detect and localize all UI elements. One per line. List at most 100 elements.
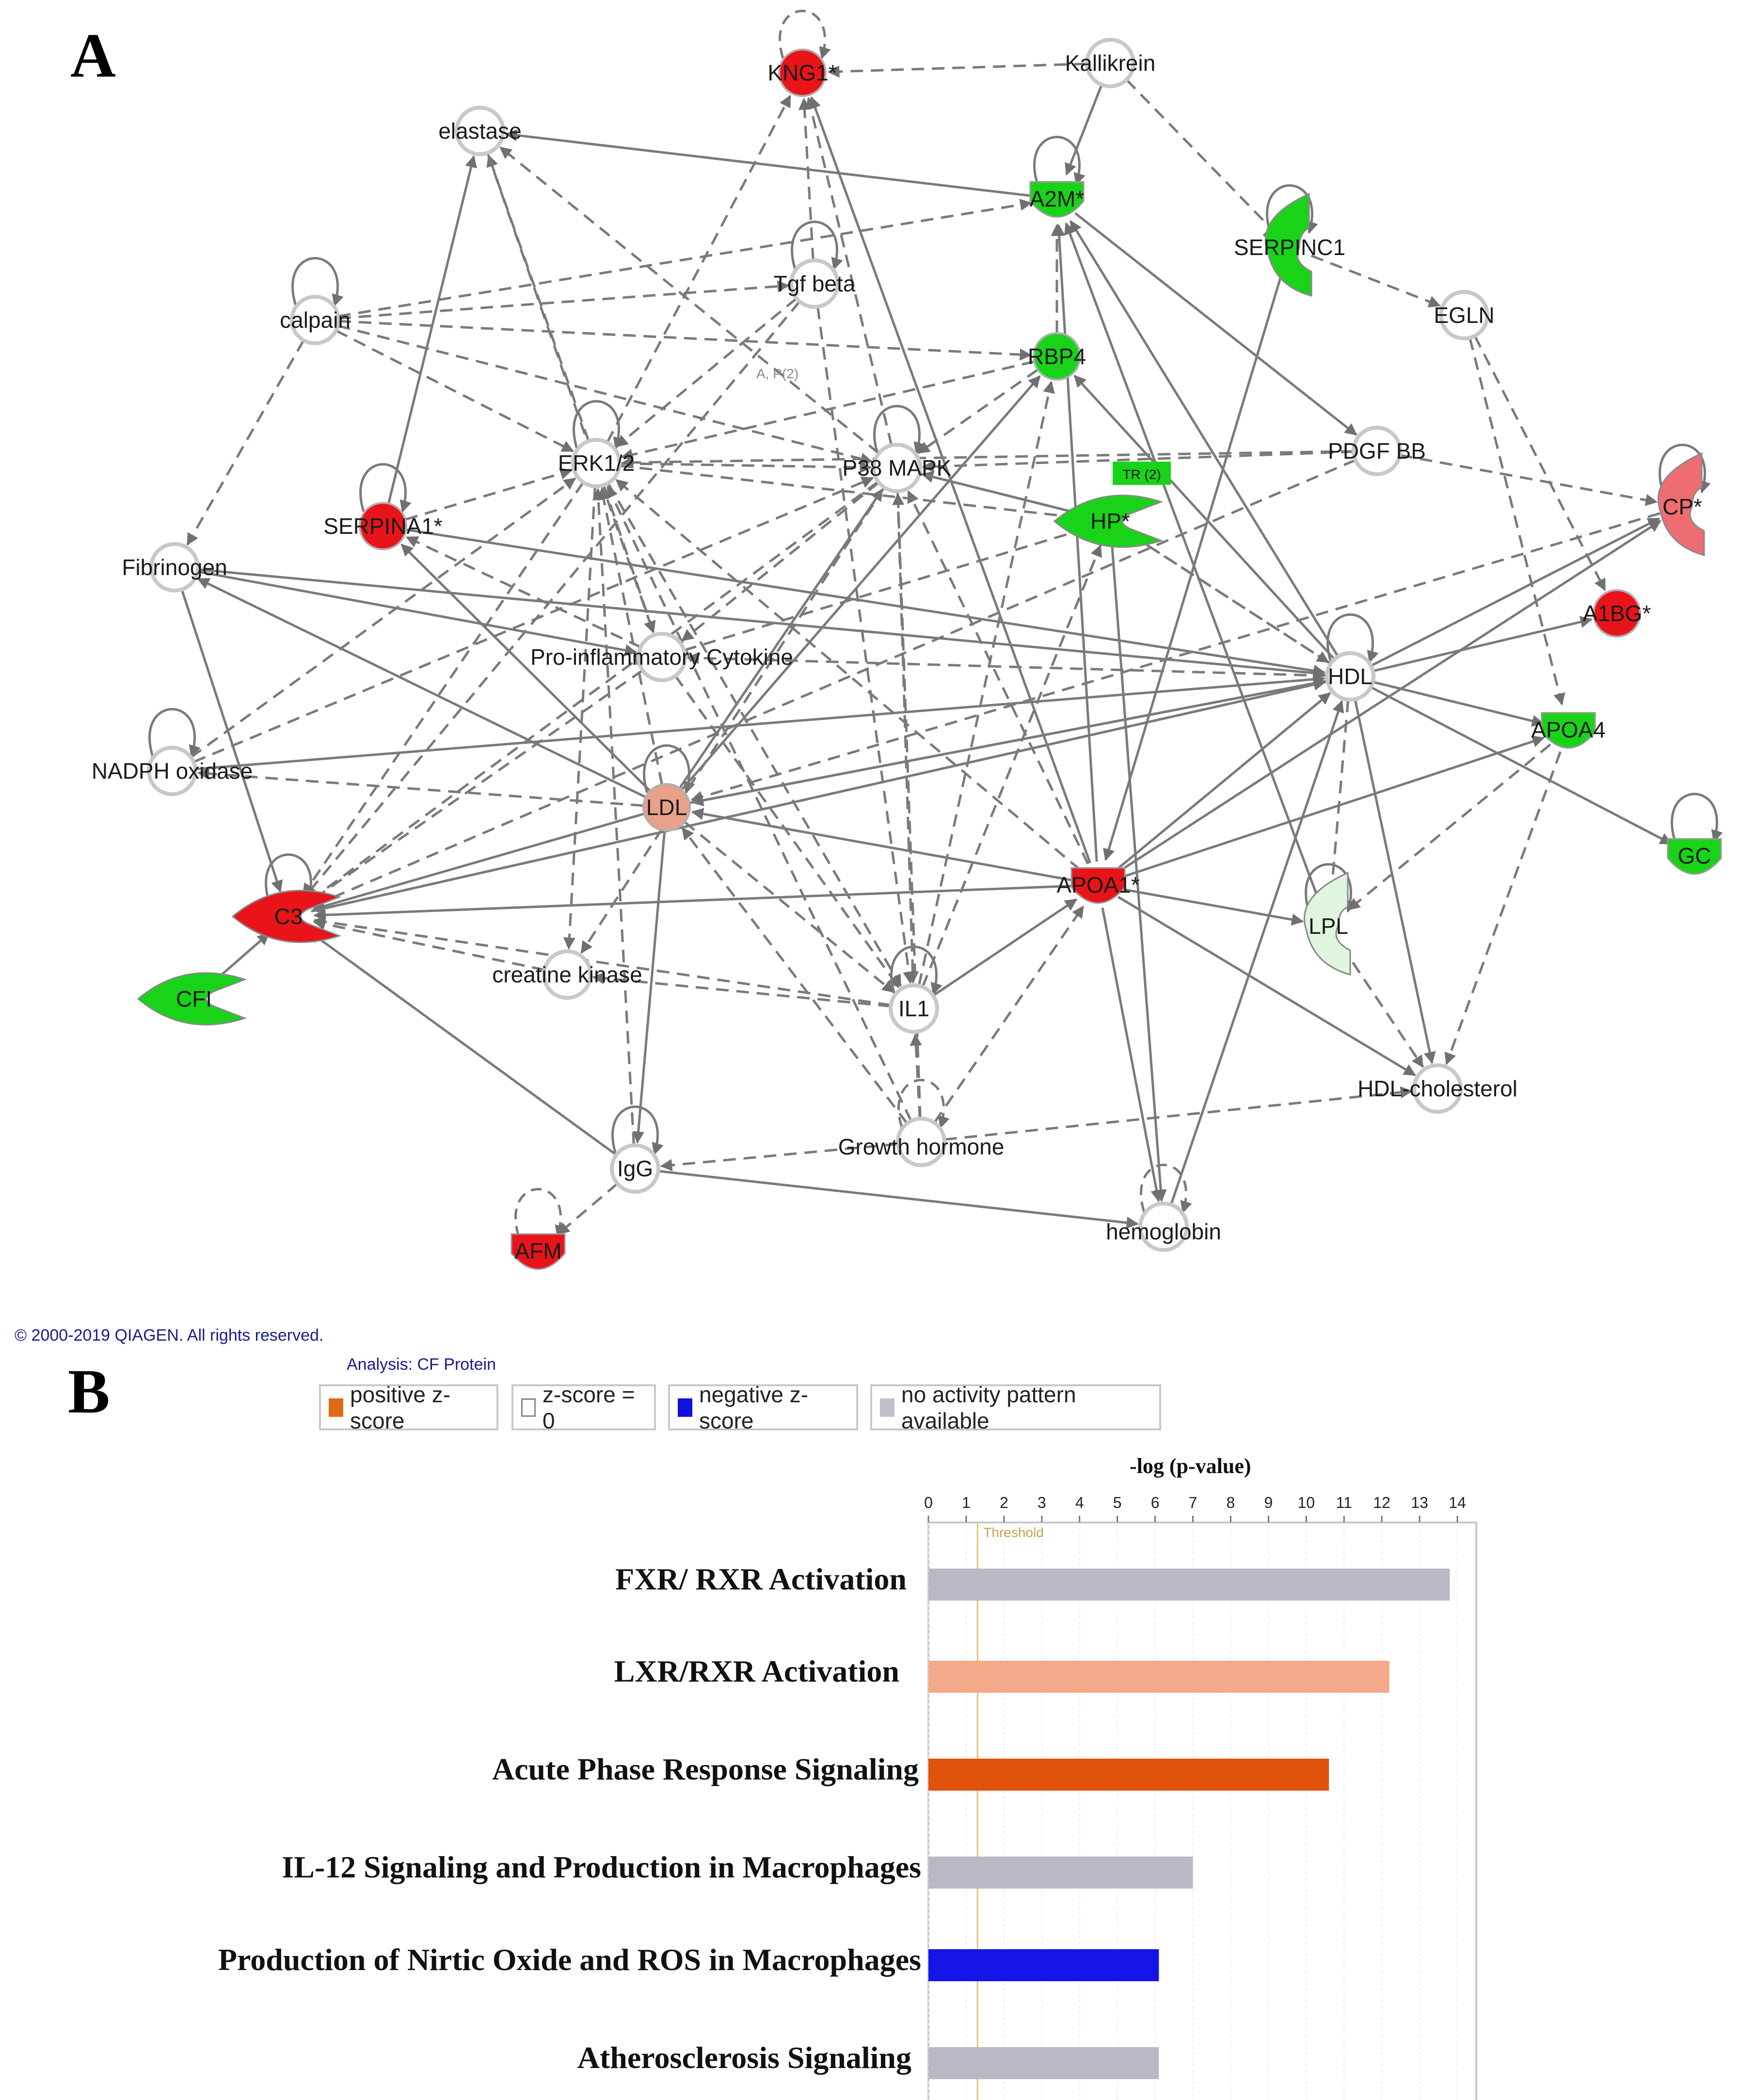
node-kallikrein: Kallikrein [1065, 38, 1155, 88]
edge-il1-to-rbp4 [917, 381, 1055, 986]
node-shape-kallikrein [1085, 38, 1135, 88]
edge-apoa1-to-p38mapk [907, 490, 1089, 865]
edge-pdgfbb-to-c3 [311, 459, 1356, 908]
node-hdlchol: HDL-cholesterol [1357, 1063, 1517, 1114]
edge-kallikrein-to-a2m [1065, 84, 1103, 176]
node-shape-elastase [455, 106, 505, 156]
edge-ldl-to-rbp4 [681, 375, 1041, 791]
node-shape-apoa1 [1070, 867, 1126, 904]
legend-swatch-negative [678, 1398, 692, 1417]
node-label-tgfbeta: Tgf beta [774, 271, 856, 296]
node-shape-gc [1667, 838, 1722, 875]
legend-label-zero: z-score = 0 [543, 1381, 635, 1433]
node-shape-p38mapk [872, 443, 922, 493]
tick-label-12: 12 [1373, 1494, 1390, 1511]
node-shape-egln [1439, 290, 1489, 340]
panel-a-letter: A [70, 21, 116, 91]
edge-hdl-to-a2m [1070, 220, 1340, 657]
node-label-creatine: creatine kinase [492, 962, 642, 987]
edge-p38mapk-to-creatine [580, 486, 885, 954]
node-rbp4: RBP4 [1028, 332, 1086, 381]
node-shape-fibrinogen [149, 542, 200, 593]
edge-erk12-to-il1 [607, 482, 902, 987]
node-label-c3: C3 [274, 904, 303, 929]
tick-label-7: 7 [1189, 1494, 1197, 1511]
edge-apoa1-to-lpl [1120, 887, 1304, 926]
node-label-a2m: A2M* [1030, 186, 1085, 211]
edge-proinfl-to-hp [684, 526, 1086, 652]
edge-fibrinogen-to-hdl [197, 568, 1325, 679]
node-label-kng1: KNG1* [767, 60, 837, 85]
node-apoa4: APOA4 [1531, 712, 1606, 749]
edge-serpina1-to-elastase [387, 155, 477, 504]
edge-hdl-to-cp [1370, 517, 1660, 667]
node-fibrinogen: Fibrinogen [122, 542, 227, 593]
edge-a2m-self-loop [1033, 136, 1086, 186]
edge-ldl-self-loop [643, 744, 695, 794]
node-creatine: creatine kinase [492, 949, 642, 1000]
edge-nadph-to-hdl [195, 673, 1325, 770]
edge-gh-to-hdlchol [944, 1086, 1413, 1141]
legend-swatch-no-pattern [880, 1398, 894, 1417]
edge-ldl-to-nadph [197, 768, 644, 807]
node-label-nadph: NADPH oxidase [92, 758, 253, 784]
edge-ldl-to-igg [632, 830, 666, 1144]
edge-lpl-to-a2m [1064, 222, 1322, 905]
tick-label-0: 0 [924, 1494, 933, 1511]
edge-c3-self-loop [265, 853, 317, 903]
analysis-label: Analysis: CF Protein [347, 1355, 496, 1374]
node-nadph: NADPH oxidase [92, 746, 253, 796]
edge-rbp4-to-p38mapk [917, 369, 1039, 454]
node-shape-afm [511, 1233, 566, 1270]
edge-erk12-to-creatine [563, 486, 596, 950]
node-label-ldl: LDL [646, 795, 687, 820]
node-apoa1: APOA1* [1056, 867, 1140, 904]
legend-no-pattern: no activity pattern available [870, 1382, 1161, 1433]
legend-swatch-zero [521, 1398, 536, 1417]
edge-apoa1-to-c3 [313, 884, 1075, 921]
chart-plot-frame [927, 1522, 1477, 2100]
node-shape-proinfl [637, 632, 687, 682]
edge-p38mapk-to-il1 [896, 491, 919, 984]
edge-calpain-to-a2m [337, 198, 1033, 318]
edge-kallikrein-to-serpinc1 [1125, 79, 1273, 230]
node-label-afm: AFM [514, 1238, 561, 1264]
pathway-label-4: Production of Nirtic Oxide and ROS in Ma… [218, 1942, 921, 1977]
node-il1: IL1 [889, 983, 939, 1034]
edge-igg-to-c3 [308, 930, 617, 1156]
node-shape-c3 [231, 890, 342, 943]
edge-calpain-to-tgfbeta [338, 280, 790, 320]
threshold-label: Threshold [983, 1525, 1044, 1540]
edge-calpain-to-fibrinogen [186, 339, 305, 546]
edge-tgfbeta-to-c3 [304, 301, 801, 898]
node-label-calpain: calpain [280, 307, 351, 333]
edge-il1-to-apoa1 [932, 898, 1078, 997]
edge-apoa1-to-cp [1117, 520, 1661, 874]
edge-p38mapk-to-c3 [308, 481, 879, 902]
legend-negative-zscore: negative z-score [668, 1382, 858, 1433]
node-hdl: HDL [1325, 651, 1375, 702]
node-shape-pdgfbb [1352, 426, 1402, 476]
edge-pdgfbb-to-erk12 [621, 450, 1354, 469]
tick-label-11: 11 [1336, 1494, 1352, 1511]
node-shape-hemoglobin [1138, 1202, 1189, 1252]
copyright-notice: © 2000-2019 QIAGEN. All rights reserved. [15, 1326, 324, 1345]
edge-erk12-to-c3 [302, 481, 585, 896]
edge-serpinc1-to-apoa1 [1103, 269, 1284, 861]
edge-apoa1-to-ldl [691, 808, 1076, 882]
edge-il1-to-c3 [313, 915, 891, 1007]
edge-serpina1-self-loop [359, 463, 412, 513]
edge-annotation-hp: TR (2) [1122, 467, 1161, 482]
node-afm: AFM [511, 1233, 566, 1270]
edge-gc-self-loop [1671, 793, 1723, 843]
node-label-hp: HP* [1090, 509, 1130, 534]
node-shape-lpl [1303, 871, 1351, 976]
legend-swatch-positive [329, 1398, 343, 1417]
edge-p38mapk-self-loop [873, 405, 926, 455]
node-label-hemoglobin: hemoglobin [1106, 1219, 1221, 1244]
node-shape-erk12 [571, 438, 622, 488]
edge-ldl-to-fibrinogen [197, 577, 646, 799]
edge-hp-to-hemoglobin [1111, 544, 1167, 1202]
node-label-egln: EGLN [1434, 303, 1494, 328]
